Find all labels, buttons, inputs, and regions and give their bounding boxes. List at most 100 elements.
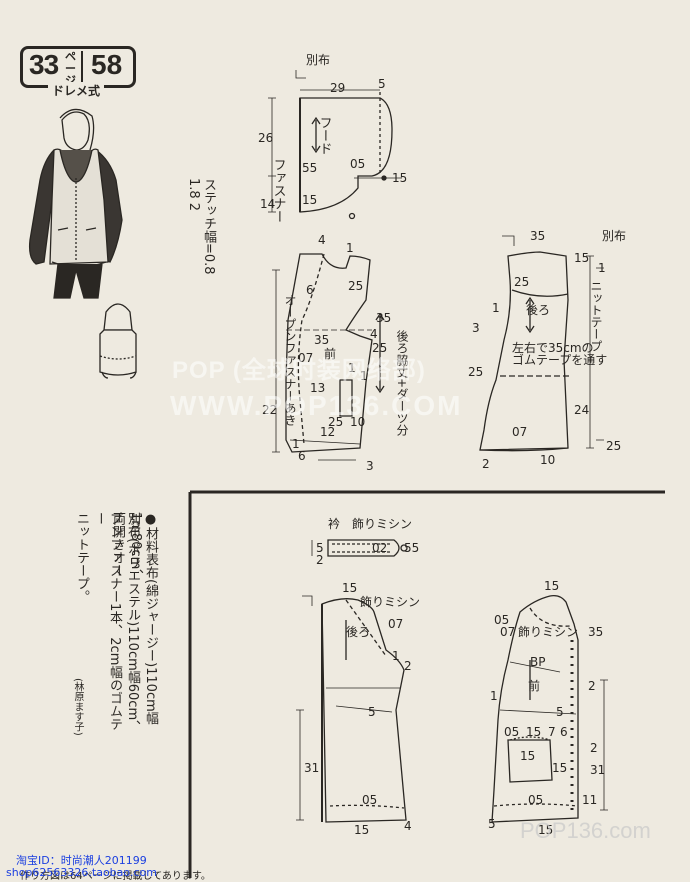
svg-text:15: 15 — [574, 251, 589, 265]
svg-text:07: 07 — [298, 351, 313, 365]
svg-text:後ろ: 後ろ — [346, 625, 370, 639]
badge-divider — [81, 51, 83, 83]
svg-text:ファスナー: ファスナー — [271, 158, 286, 223]
svg-text:4: 4 — [404, 819, 412, 833]
svg-text:6: 6 — [560, 725, 568, 739]
svg-text:5: 5 — [488, 817, 496, 831]
item-number: 58 — [91, 49, 123, 80]
svg-text:2: 2 — [482, 457, 490, 471]
svg-text:02: 02 — [372, 541, 387, 555]
svg-text:15: 15 — [526, 725, 541, 739]
svg-text:15: 15 — [520, 749, 535, 763]
collar-labels: 衿 飾りミシン 5 2 02 55 — [316, 516, 419, 567]
materials-heading: ●材料 — [143, 512, 158, 553]
svg-text:6: 6 — [298, 449, 306, 463]
svg-text:5: 5 — [556, 705, 564, 719]
svg-text:22: 22 — [262, 403, 277, 417]
svg-text:25: 25 — [468, 365, 483, 379]
svg-text:29: 29 — [330, 81, 345, 95]
back-lower-labels: 15 後ろ 飾りミシン 07 1 2 5 31 05 15 4 — [304, 581, 420, 837]
svg-text:5: 5 — [368, 705, 376, 719]
svg-text:前: 前 — [528, 678, 540, 693]
svg-text:後ろ: 後ろ — [526, 303, 550, 317]
materials-line-1: 表布(綿ジャージー)110cm幅1m80cm、 — [128, 512, 158, 725]
svg-text:15: 15 — [538, 823, 553, 837]
svg-text:15: 15 — [392, 171, 407, 185]
svg-text:25: 25 — [514, 275, 529, 289]
svg-text:5: 5 — [316, 541, 324, 555]
back-pattern-upper — [479, 235, 604, 452]
svg-text:1: 1 — [492, 301, 500, 315]
svg-text:10: 10 — [540, 453, 555, 467]
page-label: ページ — [65, 50, 76, 87]
hood-pattern — [268, 70, 402, 220]
materials-credit: (林原ます子) — [72, 678, 83, 736]
svg-text:31: 31 — [304, 761, 319, 775]
svg-text:13: 13 — [310, 381, 325, 395]
svg-text:2: 2 — [316, 553, 324, 567]
svg-text:25: 25 — [606, 439, 621, 453]
model-illustration — [28, 108, 123, 299]
svg-text:25: 25 — [328, 415, 343, 429]
svg-text:2: 2 — [588, 679, 596, 693]
svg-text:3: 3 — [366, 459, 374, 473]
svg-text:15: 15 — [544, 579, 559, 593]
svg-text:05: 05 — [350, 157, 365, 171]
svg-text:35: 35 — [314, 333, 329, 347]
svg-text:15: 15 — [354, 823, 369, 837]
svg-text:前: 前 — [324, 346, 336, 361]
svg-text:26: 26 — [258, 131, 273, 145]
svg-text:15: 15 — [552, 761, 567, 775]
svg-text:12: 12 — [320, 425, 335, 439]
svg-text:4: 4 — [370, 327, 378, 341]
hood-labels: 29 5 26 14 55 05 15 15 別布 フード ファスナー — [258, 53, 407, 223]
svg-text:衿: 衿 — [328, 516, 340, 531]
svg-text:1: 1 — [598, 261, 606, 275]
svg-text:1: 1 — [360, 369, 368, 383]
svg-text:14: 14 — [260, 197, 275, 211]
shop-url[interactable]: shop62563326.taobao.com — [6, 866, 157, 879]
back-upper-labels: 35 15 1 1 25 3 25 24 07 2 10 25 後ろ 左右で35… — [468, 229, 626, 471]
svg-text:別布: 別布 — [306, 53, 330, 67]
svg-text:11: 11 — [582, 793, 597, 807]
svg-text:05: 05 — [362, 793, 377, 807]
svg-text:6: 6 — [306, 283, 314, 297]
svg-text:35: 35 — [530, 229, 545, 243]
page-number: 33 — [29, 49, 59, 80]
svg-text:3: 3 — [472, 321, 480, 335]
svg-text:飾りミシン: 飾りミシン — [518, 625, 578, 639]
svg-text:24: 24 — [574, 403, 589, 417]
materials-line-3: プンファスナー1本、2cm幅のゴムテー — [92, 512, 122, 731]
footer-note: 作り方図は64ページに掲載してあります。 — [20, 871, 211, 882]
front-pattern-lower — [491, 594, 608, 823]
page-badge: 33 ページ 58 — [20, 46, 136, 88]
stitch-note: ステッチ幅=0.8 1.8 2 — [186, 178, 216, 275]
materials-line-2: 別布(ポリエステル)110cm幅60cm、両開きオー — [110, 512, 140, 734]
svg-text:7: 7 — [548, 725, 556, 739]
svg-text:4: 4 — [318, 233, 326, 247]
svg-text:飾りミシン: 飾りミシン — [360, 595, 420, 609]
svg-text:飾りミシン: 飾りミシン — [352, 517, 412, 531]
svg-text:15: 15 — [302, 193, 317, 207]
svg-text:55: 55 — [404, 541, 419, 555]
svg-text:1: 1 — [490, 689, 498, 703]
svg-text:5: 5 — [378, 77, 386, 91]
svg-text:05: 05 — [494, 613, 509, 627]
style-label: ドレメ式 — [48, 82, 105, 99]
svg-text:07: 07 — [500, 625, 515, 639]
svg-text:BP: BP — [530, 655, 545, 669]
svg-text:2: 2 — [404, 659, 412, 673]
shop-id: 淘宝ID：时尚潮人201199 — [16, 854, 147, 867]
svg-text:07: 07 — [512, 425, 527, 439]
svg-text:07: 07 — [388, 617, 403, 631]
svg-text:25: 25 — [372, 341, 387, 355]
collar-pattern — [311, 539, 408, 557]
svg-text:ニットテープ: ニットテープ — [589, 280, 603, 352]
svg-text:左右で35cmの: 左右で35cmの — [512, 340, 594, 355]
materials-line-4: ニットテープ。 — [74, 512, 89, 603]
watermark-line1: POP (全球时装网络部) — [172, 357, 426, 384]
svg-text:1: 1 — [292, 437, 300, 451]
svg-text:ゴムテープを通す: ゴムテープを通す — [512, 352, 607, 367]
svg-text:1: 1 — [348, 361, 356, 375]
